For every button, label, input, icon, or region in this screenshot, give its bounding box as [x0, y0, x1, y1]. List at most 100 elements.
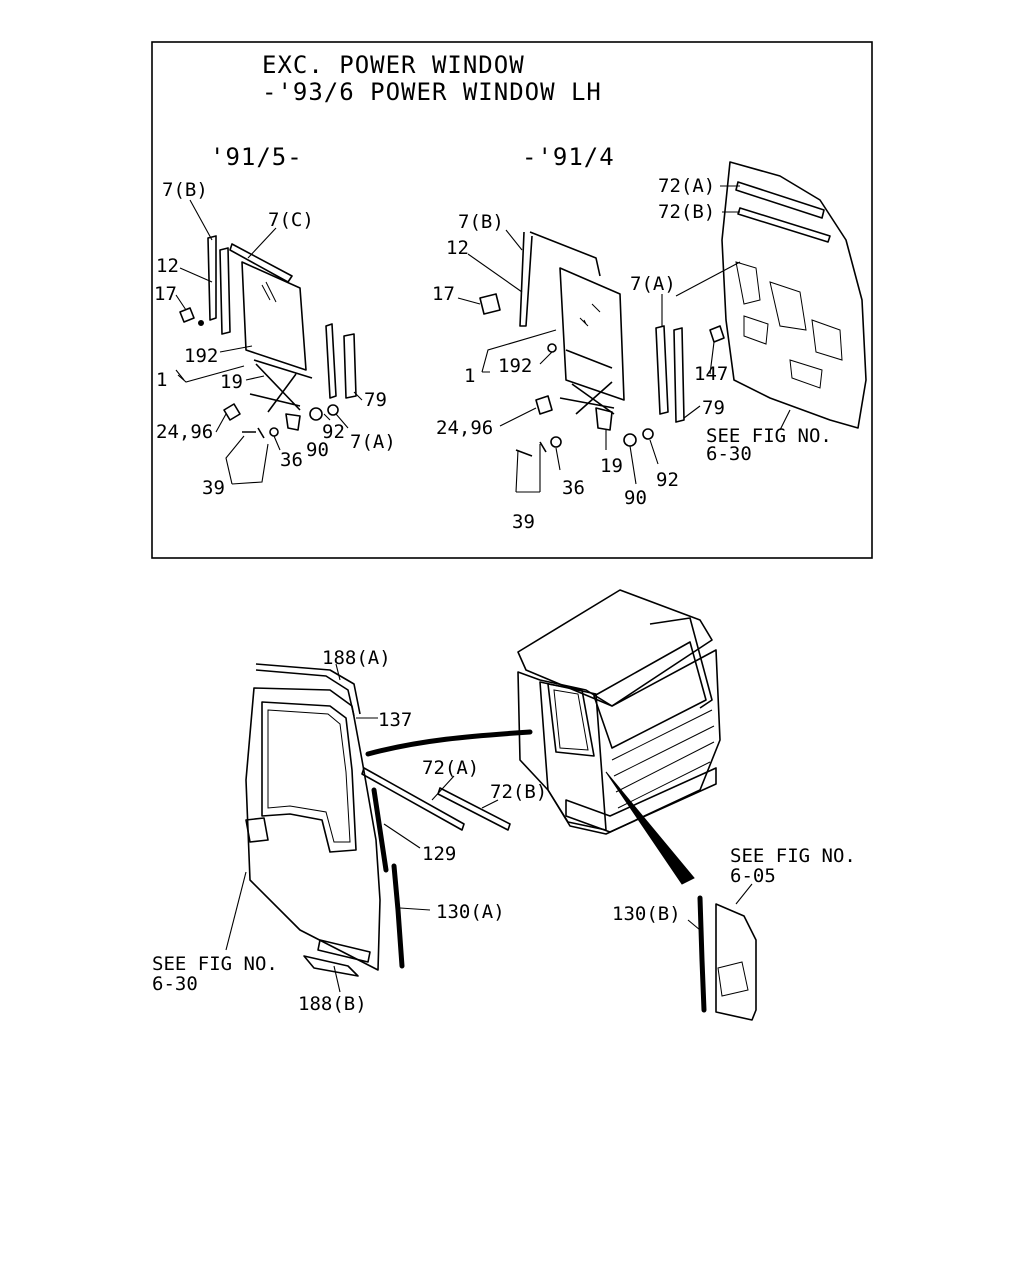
part-r-72a-strip [735, 181, 825, 219]
part-b-129-weatherstrip [371, 787, 389, 873]
part-r-7b-run [519, 231, 601, 327]
cab-door-callout-arrow [605, 771, 695, 885]
part-r-39-screw [515, 441, 547, 457]
part-7b-channel [207, 235, 217, 321]
callout-b-72a: 72(A) [422, 757, 479, 779]
door-outer-assembly [245, 663, 533, 977]
callout-c-130b: 130(B) [612, 903, 681, 925]
callout-r-24-96: 24,96 [436, 417, 493, 439]
callout-b-137: 137 [378, 709, 412, 731]
truck-cab [517, 589, 721, 885]
right-assembly [479, 161, 867, 457]
part-r-147-grommet [709, 325, 725, 343]
corner-panel-recess [717, 961, 749, 997]
callout-l-7c: 7(C) [268, 209, 314, 231]
header-line-2: -'93/6 POWER WINDOW LH [262, 78, 602, 106]
part-17-bolt [179, 307, 195, 323]
callout-r-147: 147 [694, 363, 728, 385]
part-c-130b-weatherstrip [697, 895, 707, 1013]
right-leaders [457, 185, 791, 493]
cab-bumper [565, 767, 717, 833]
part-r-door-inner-panel [721, 161, 867, 429]
door-handle-recess [245, 817, 269, 843]
callout-r-19: 19 [600, 455, 623, 477]
callout-r-79: 79 [702, 397, 725, 419]
callout-r-39: 39 [512, 511, 535, 533]
part-r-7a-channel [655, 325, 669, 415]
callout-l-19: 19 [220, 371, 243, 393]
callout-r-12: 12 [446, 237, 469, 259]
part-92-washer [327, 404, 339, 416]
part-r-92-washer [642, 428, 654, 440]
corner-panel-assembly [687, 883, 757, 1021]
part-r-regulator [559, 349, 615, 415]
part-188b-moulding [303, 955, 359, 977]
cab-door-window-inner [553, 689, 589, 751]
callout-c-see-fig: SEE FIG NO. [730, 845, 856, 867]
part-r-19-cam [595, 407, 613, 431]
part-17-pin [198, 320, 204, 326]
part-39-screw [242, 427, 265, 439]
callout-b-130a: 130(A) [436, 901, 505, 923]
callout-l-24-96: 24,96 [156, 421, 213, 443]
r-glass-mark [579, 303, 601, 327]
part-7c-strip [229, 243, 293, 283]
callout-l-36: 36 [280, 449, 303, 471]
cab-door-outline [539, 681, 607, 831]
callout-r-90: 90 [624, 487, 647, 509]
cab-roof [517, 589, 713, 707]
glass-reflection [261, 281, 277, 303]
callout-b-72b: 72(B) [490, 781, 547, 803]
corner-panel [715, 903, 757, 1021]
bottom-leaders [225, 663, 499, 993]
callout-l-1: 1 [156, 369, 167, 391]
part-12-run [219, 247, 231, 335]
callout-r-192: 192 [498, 355, 532, 377]
left-leaders [175, 199, 363, 485]
cab-body [517, 649, 721, 835]
callout-r-92: 92 [656, 469, 679, 491]
part-r-17-bolt [479, 293, 501, 315]
part-79-guide [343, 333, 357, 399]
callout-l-192: 192 [184, 345, 218, 367]
callout-b-see-fig-no: 6-30 [152, 973, 198, 995]
part-r-192-clip [547, 343, 557, 353]
part-b-130a-weatherstrip [391, 863, 405, 969]
part-r-90-bolt [623, 433, 637, 447]
callout-b-188a: 188(A) [322, 647, 391, 669]
callout-b-see-fig: SEE FIG NO. [152, 953, 278, 975]
callout-l-17: 17 [154, 283, 177, 305]
callout-b-129: 129 [422, 843, 456, 865]
part-r-72b-strip [737, 207, 831, 243]
callout-l-7b: 7(B) [162, 179, 208, 201]
callout-r-17: 17 [432, 283, 455, 305]
part-b-72a-strip [361, 767, 465, 831]
part-90-bolt [309, 407, 323, 421]
door-lower-step [317, 939, 371, 963]
cab-windshield [593, 641, 707, 749]
callout-b-188b: 188(B) [298, 993, 367, 1015]
callout-l-92: 92 [322, 421, 345, 443]
callout-r-see-fig-no: 6-30 [706, 443, 752, 465]
part-door-outer-panel [245, 687, 381, 971]
part-1-glass [241, 261, 307, 371]
part-188a-moulding [255, 663, 361, 717]
door-window-inner-edge [267, 709, 351, 843]
part-24-96-handle [223, 403, 241, 421]
callout-l-39: 39 [202, 477, 225, 499]
variant-label-left: '91/5- [210, 143, 303, 171]
cab-grille [611, 709, 715, 809]
r-panel-cutouts [735, 261, 843, 389]
part-19-regulator [249, 359, 313, 413]
callout-l-7a: 7(A) [350, 431, 396, 453]
part-b-top-weatherstrip [365, 729, 533, 757]
callout-r-72b: 72(B) [658, 201, 715, 223]
door-window-opening [261, 701, 357, 853]
cab-side-window [649, 617, 713, 709]
callout-l-79: 79 [364, 389, 387, 411]
callout-r-36: 36 [562, 477, 585, 499]
callout-l-12: 12 [156, 255, 179, 277]
callout-l-90: 90 [306, 439, 329, 461]
callout-r-see-fig: SEE FIG NO. [706, 425, 832, 447]
